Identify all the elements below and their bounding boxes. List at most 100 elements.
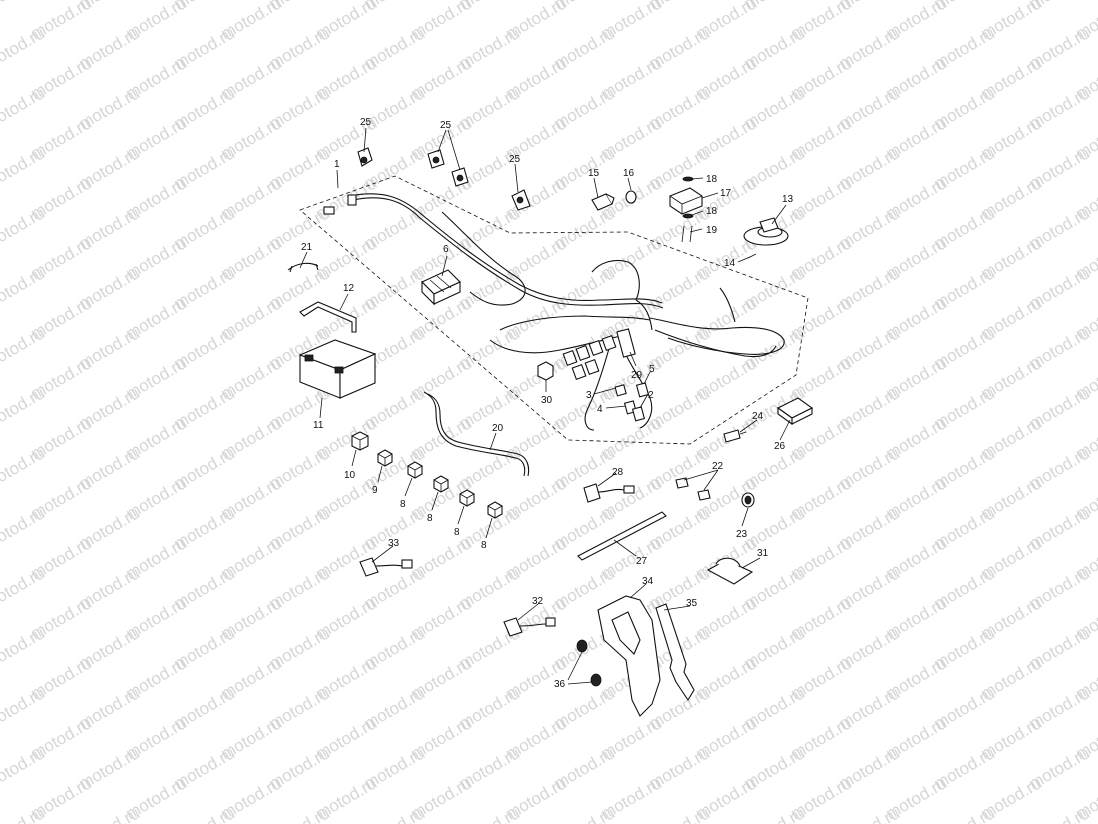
callout-26: 26 <box>774 441 786 452</box>
grommet-36b <box>590 673 602 687</box>
watermark-text: motod.ru <box>0 443 48 493</box>
watermark-text: motod.ru <box>0 203 48 253</box>
callout-18a: 18 <box>706 174 718 185</box>
wiring-harness <box>323 193 785 431</box>
watermark-text: motod.ru <box>0 683 48 733</box>
screws-19 <box>681 225 693 243</box>
watermark-text: motod.ru <box>0 0 48 13</box>
connector-3 <box>614 384 627 397</box>
watermark-text: motod.ru <box>0 23 48 73</box>
callout-25c: 25 <box>509 154 521 165</box>
callout-8c: 8 <box>454 527 460 538</box>
harness-boundary-outline <box>299 175 809 445</box>
watermark-text: motod.ru <box>551 803 619 824</box>
callout-layer: 1 2 3 4 5 6 8 8 8 8 9 10 11 12 13 14 15 … <box>301 117 794 690</box>
relay-8d <box>487 501 503 519</box>
callout-16: 16 <box>623 168 635 179</box>
battery-strap <box>299 301 357 333</box>
bracket-21 <box>287 262 319 273</box>
watermark-text: motod.ru <box>0 383 48 433</box>
callout-32: 32 <box>532 596 544 607</box>
callout-11: 11 <box>313 420 324 431</box>
callout-30: 30 <box>541 395 553 406</box>
callout-1: 1 <box>334 159 340 170</box>
clamp-15 <box>591 193 615 211</box>
callout-8d: 8 <box>481 540 487 551</box>
watermark-text: motod.ru <box>266 803 334 824</box>
relay-8c <box>459 489 475 507</box>
callout-15: 15 <box>588 168 600 179</box>
clip-25b <box>427 149 445 169</box>
watermark-text: motod.ru <box>0 143 48 193</box>
callout-22: 22 <box>712 461 724 472</box>
callout-10: 10 <box>344 470 356 481</box>
clip-25a <box>357 147 373 167</box>
clips-22 <box>675 477 711 501</box>
watermark-text: motod.ru <box>836 803 904 824</box>
watermark-text: motod.ru <box>0 263 48 313</box>
sensor-28 <box>583 483 635 503</box>
callout-12: 12 <box>343 283 355 294</box>
callout-19: 19 <box>706 225 718 236</box>
relay-8a <box>407 461 423 479</box>
switch-17 <box>669 187 703 215</box>
callout-25a: 25 <box>360 117 372 128</box>
sensor-32 <box>503 617 556 637</box>
callout-5: 5 <box>649 364 655 375</box>
callout-24: 24 <box>752 411 764 422</box>
callout-25b: 25 <box>440 120 452 131</box>
plate-35 <box>655 603 695 702</box>
relay-8b <box>433 475 449 493</box>
clip-25d <box>511 189 531 211</box>
watermark-text: motod.ru <box>0 503 48 553</box>
callout-2: 2 <box>648 390 654 401</box>
watermark-text: motod.ru <box>1026 803 1094 824</box>
connector-5 <box>635 382 650 398</box>
sensor-33 <box>359 557 413 577</box>
watermark-text: motod.ru <box>361 803 429 824</box>
horn-13 <box>743 217 789 246</box>
watermark-text: motod.ru <box>0 323 48 373</box>
callout-14: 14 <box>724 258 736 269</box>
washer-18a <box>682 176 694 182</box>
callout-28: 28 <box>612 467 624 478</box>
watermark-text: motod.ru <box>456 803 524 824</box>
rod-27 <box>577 511 667 561</box>
callout-18b: 18 <box>706 206 718 217</box>
grommet-36a <box>576 639 588 653</box>
bolt-24 <box>723 429 747 443</box>
grommet-16 <box>625 190 637 204</box>
bracket-26 <box>776 397 814 426</box>
callout-29: 29 <box>631 370 643 381</box>
relay-9 <box>377 449 393 467</box>
watermark-text: motod.ru <box>646 803 714 824</box>
watermark-text: motod.ru <box>0 83 48 133</box>
washer-18b <box>682 213 694 219</box>
callout-35: 35 <box>686 598 698 609</box>
watermark-text: motod.ru <box>171 803 239 824</box>
callout-33: 33 <box>388 538 400 549</box>
watermark-text: motod.ru <box>741 803 809 824</box>
callout-9: 9 <box>372 485 378 496</box>
watermark-text: motod.ru <box>0 623 48 673</box>
callout-8b: 8 <box>427 513 433 524</box>
callout-17: 17 <box>720 188 732 199</box>
cover-34 <box>597 595 661 717</box>
cable-20 <box>423 391 526 477</box>
callout-36: 36 <box>554 679 566 690</box>
fuse-block <box>421 269 461 306</box>
watermark-text: motod.ru <box>931 803 999 824</box>
callout-8a: 8 <box>400 499 406 510</box>
watermark-text: motod.ru <box>0 563 48 613</box>
callout-34: 34 <box>642 576 654 587</box>
leader-lines <box>299 127 791 685</box>
battery <box>298 339 377 399</box>
callout-3: 3 <box>586 390 592 401</box>
connector-30 <box>537 361 554 381</box>
grommet-23 <box>741 492 755 508</box>
callout-27: 27 <box>636 556 648 567</box>
callout-21: 21 <box>301 242 313 253</box>
watermark-text: motod.ru <box>76 803 144 824</box>
